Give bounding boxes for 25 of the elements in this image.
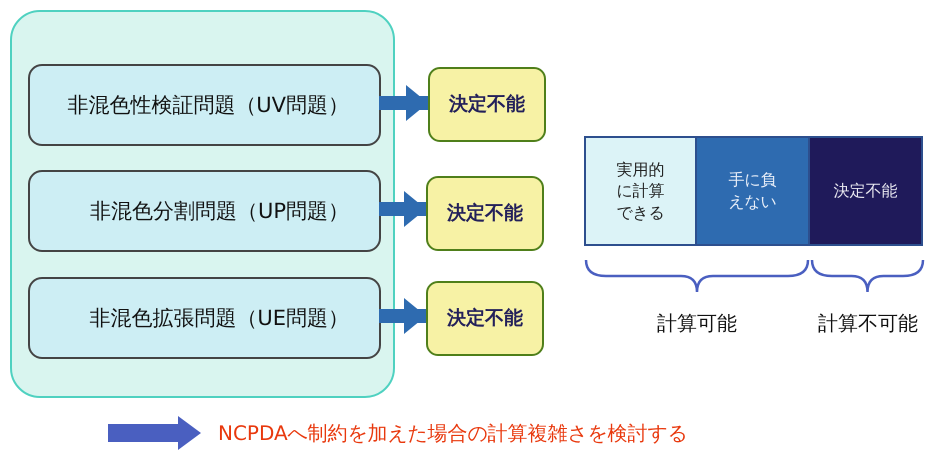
node-text: 手に負えない	[728, 169, 778, 213]
block-arrow	[379, 85, 428, 121]
problem-box	[28, 170, 381, 252]
brace-label: 計算可能	[656, 310, 738, 337]
note-text: NCPDAへ制約を加えた場合の計算複雑さを検討する	[218, 420, 688, 447]
result-box	[428, 67, 546, 142]
node-text: 決定不能	[447, 200, 523, 226]
bar-segment	[697, 136, 810, 246]
problem-box	[28, 64, 381, 146]
block-arrow	[379, 298, 426, 334]
node-text: 非混色拡張問題（UE問題）	[89, 304, 349, 332]
node-text: 決定不能	[834, 180, 898, 202]
bar-segment	[810, 136, 923, 246]
group-panel	[10, 10, 395, 398]
node-text: 決定不能	[447, 306, 523, 331]
node-text: 決定不能	[449, 92, 525, 117]
problem-box	[28, 277, 381, 359]
node-text: 非混色分割問題（UP問題）	[90, 198, 349, 225]
result-box	[426, 281, 544, 356]
block-arrow	[379, 191, 426, 227]
node-text: 非混色性検証問題（UV問題）	[67, 92, 349, 119]
node-text: 実用的に計算できる	[616, 158, 666, 224]
result-box	[426, 176, 544, 251]
bar-segment	[584, 136, 697, 246]
brace-label: 計算不可能	[817, 310, 919, 337]
